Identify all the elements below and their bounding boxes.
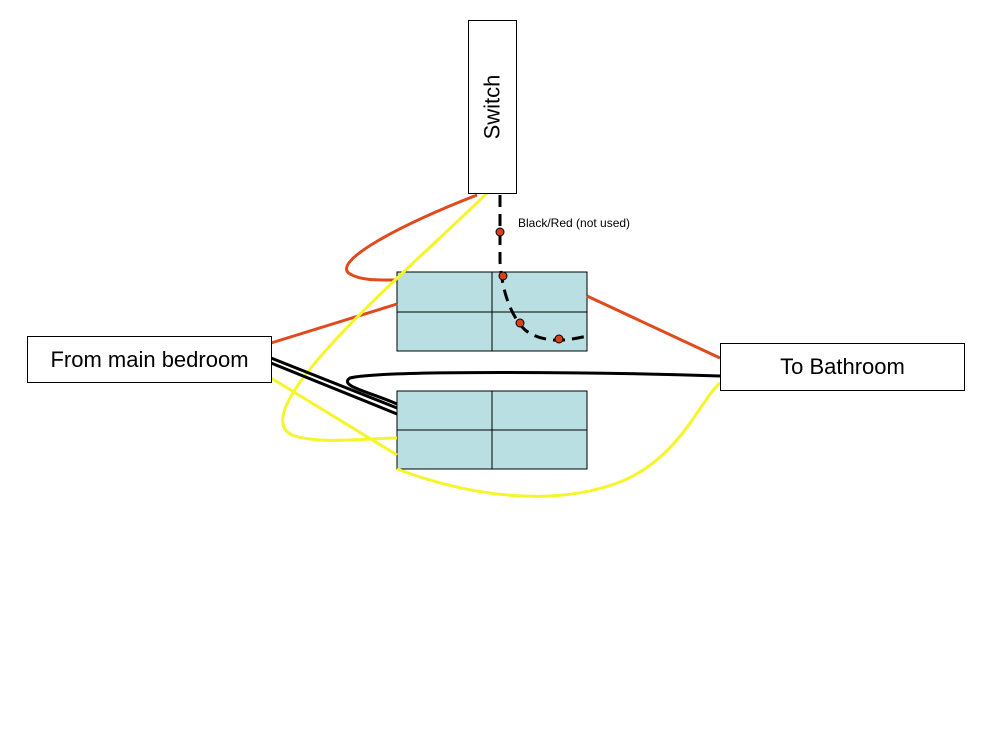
dot [498, 271, 508, 281]
not-used-note: Black/Red (not used) [518, 216, 631, 230]
yellow-wire-switch-loop [281, 191, 489, 442]
to-bathroom-box: To Bathroom [720, 343, 965, 391]
dot [495, 227, 505, 237]
from-label: From main bedroom [50, 346, 249, 372]
switch-label: Switch [479, 74, 505, 140]
from-main-bedroom-box: From main bedroom [27, 336, 272, 383]
red-wire-bedroom [270, 302, 398, 345]
red-wire-bathroom [586, 294, 721, 360]
wire-dots [495, 227, 564, 344]
black-wire-bathroom-loop [346, 371, 721, 406]
black-wire-bedroom [270, 356, 398, 416]
to-label: To Bathroom [780, 354, 905, 379]
yellow-wire-bathroom [396, 381, 721, 498]
yellow-wire-bedroom [270, 376, 398, 457]
terminal-block-bottom [396, 390, 588, 470]
dot [515, 318, 525, 328]
switch-box: Switch [468, 20, 517, 194]
terminal-block-top [396, 271, 588, 352]
red-wire-switch-loop [345, 193, 478, 282]
dot [554, 334, 564, 344]
